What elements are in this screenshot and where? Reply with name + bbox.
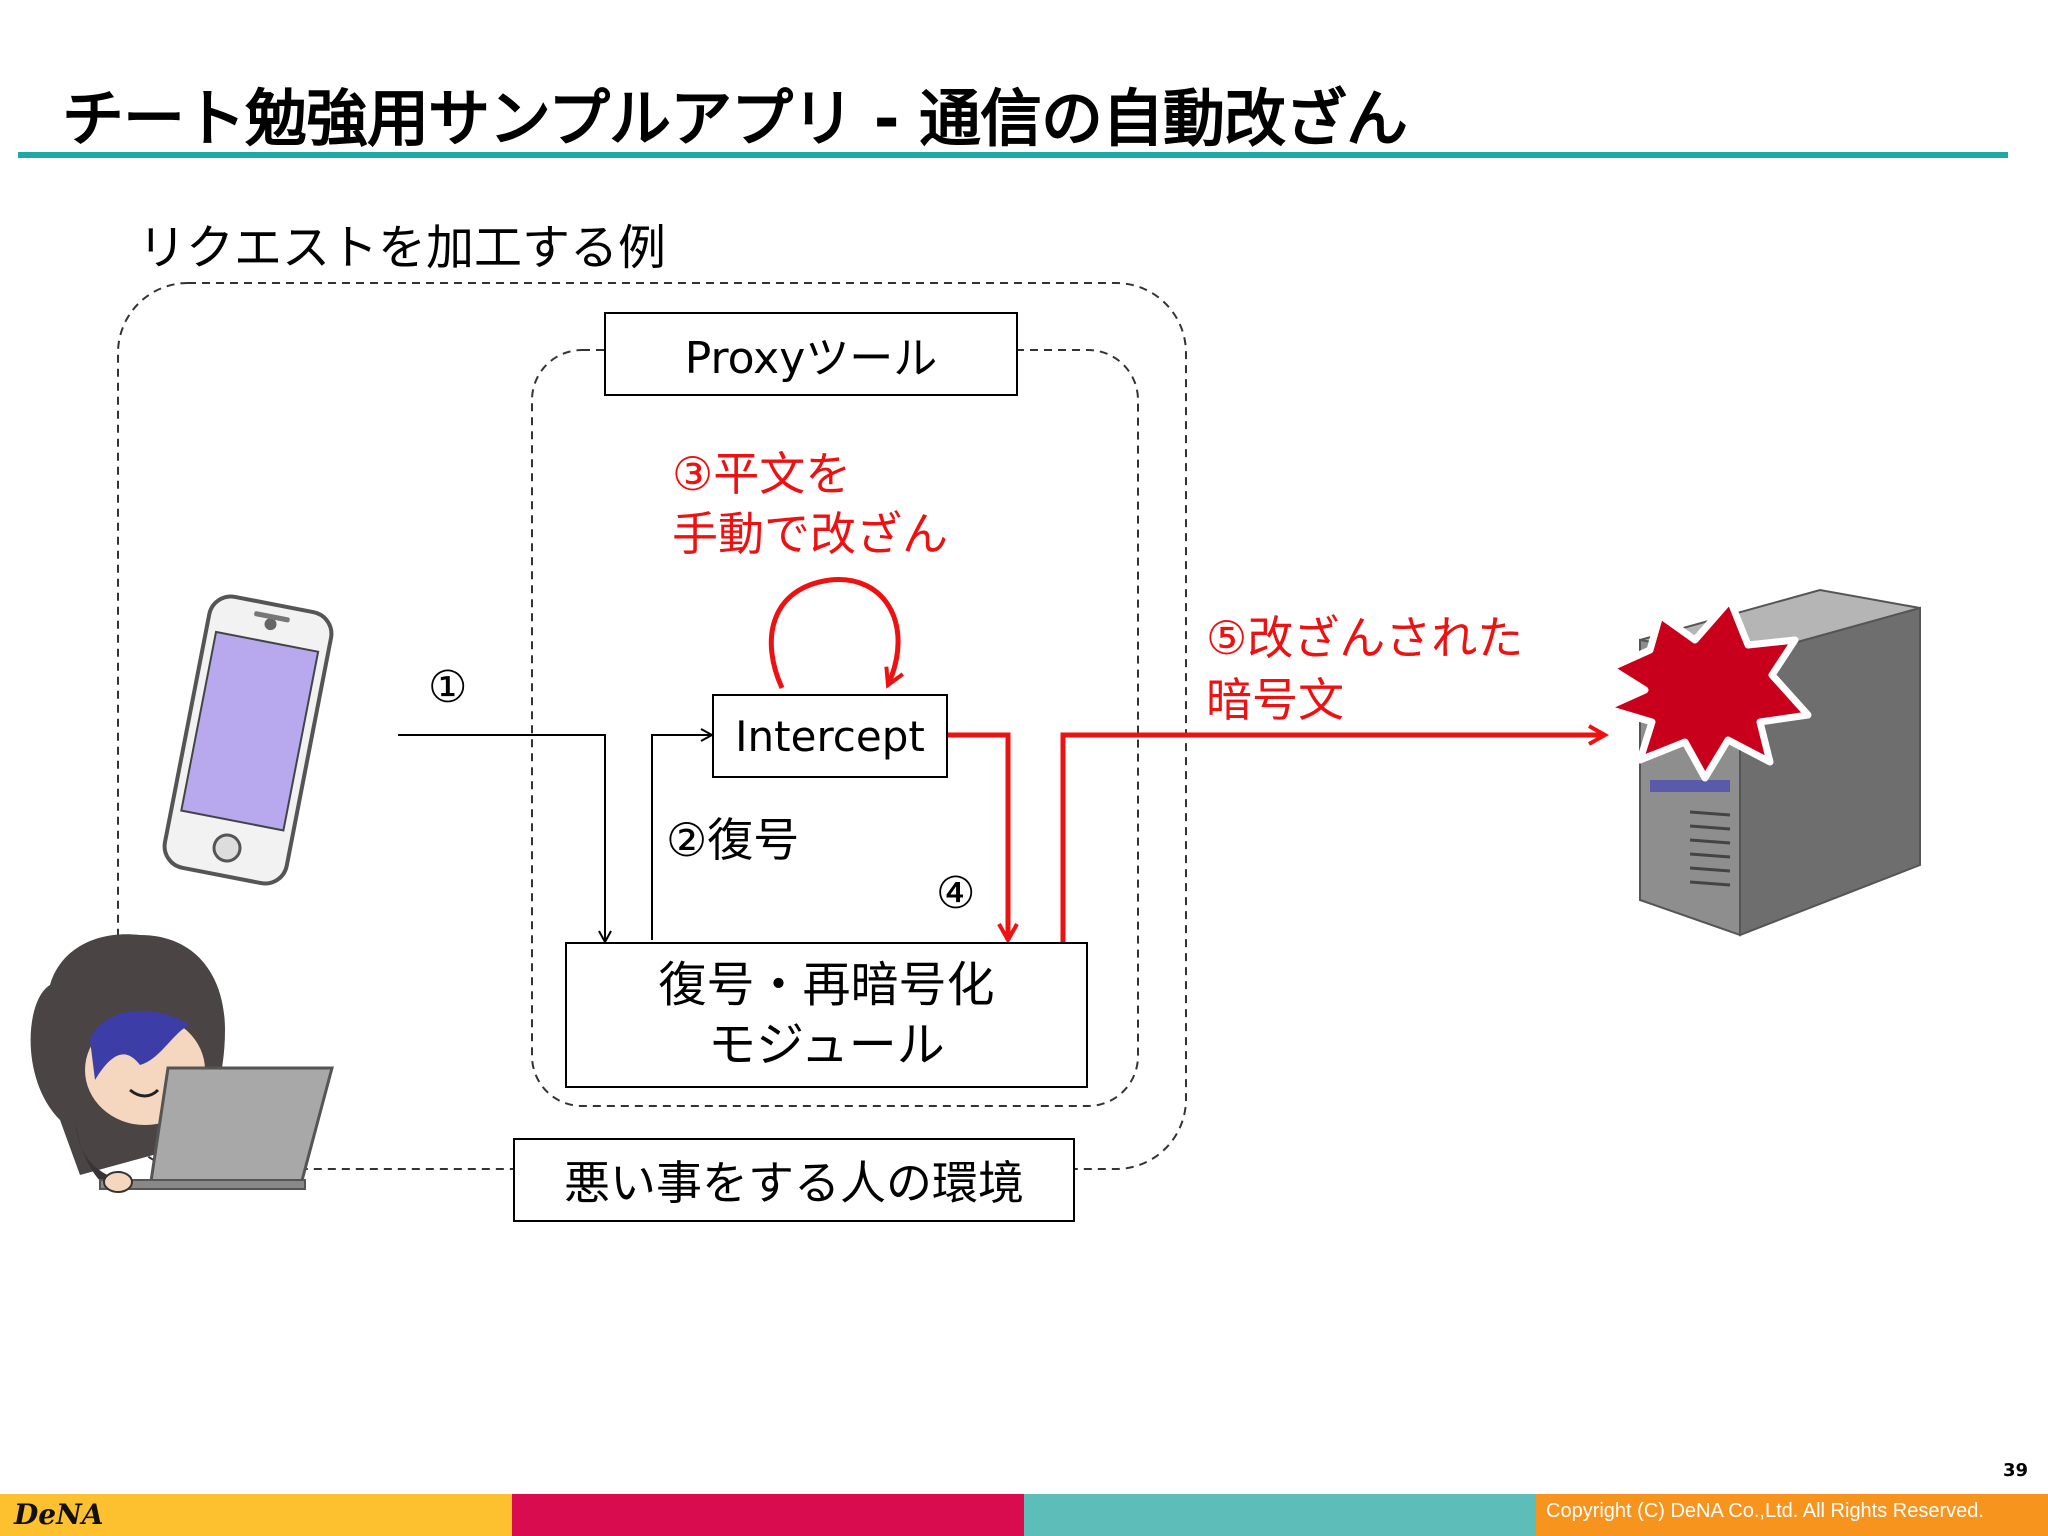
step3-label-line2: 手動で改ざん (672, 507, 948, 561)
environment-label: 悪い事をする人の環境 (564, 1156, 1024, 1210)
module-label-line1: 復号・再暗号化 (658, 957, 995, 1013)
step5-arrow (1060, 735, 1605, 942)
footer-bar-teal (1024, 1494, 1536, 1536)
environment-label-box: 悪い事をする人の環境 (513, 1138, 1075, 1222)
intercept-box: Intercept (712, 694, 948, 778)
step5-label-line2: 暗号文 (1206, 673, 1344, 727)
step4-label: ④ (936, 868, 976, 919)
step3-loop-arrow (768, 577, 898, 690)
step2-label: ②復号 (666, 813, 800, 867)
step2-arrow (651, 735, 712, 940)
crypto-module-box: 復号・再暗号化 モジュール (565, 942, 1088, 1088)
slide-title: チート勉強用サンプルアプリ - 通信の自動改ざん (62, 82, 1408, 155)
copyright-text: Copyright (C) DeNA Co.,Ltd. All Rights R… (1546, 1500, 1984, 1522)
step4-arrow (948, 732, 1008, 940)
hacker-with-laptop-icon (30, 934, 334, 1193)
step3-label-line1: ③平文を (672, 447, 852, 501)
step1-arrow (398, 734, 605, 942)
title-underline (18, 152, 2008, 158)
footer-bar-yellow (0, 1494, 512, 1536)
step1-label: ① (428, 662, 468, 713)
proxy-tool-box: Proxyツール (604, 312, 1018, 396)
page-number: 39 (2002, 1460, 2028, 1481)
dena-logo: DeNA (14, 1498, 104, 1531)
intercept-label: Intercept (735, 711, 925, 761)
step5-label-line1: ⑤改ざんされた (1206, 611, 1524, 665)
proxy-tool-label: Proxyツール (684, 333, 938, 384)
footer-bar-orange (1536, 1494, 2048, 1536)
smartphone-icon (162, 594, 334, 886)
module-label-line2: モジュール (708, 1017, 945, 1073)
footer-bar-crimson (512, 1494, 1024, 1536)
slide-subtitle: リクエストを加工する例 (138, 220, 667, 276)
explosion-icon (1601, 596, 1812, 782)
